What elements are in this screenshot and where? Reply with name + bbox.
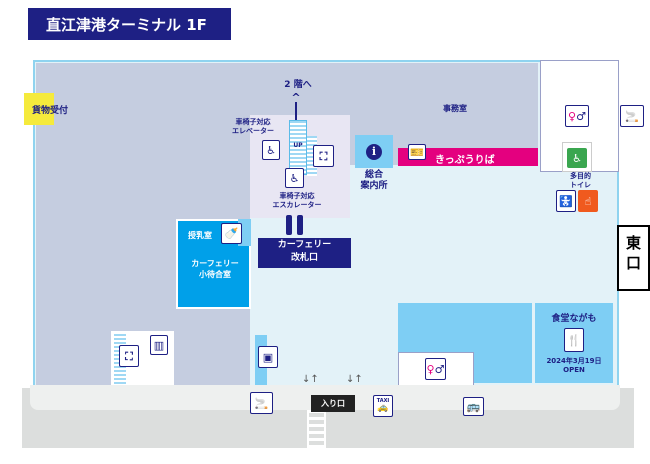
info-icon: i <box>366 143 382 160</box>
office-label: 事務室 <box>443 104 467 113</box>
taxi-icon: TAXI🚕 <box>373 395 393 417</box>
entrance-label[interactable]: 入り口 <box>311 395 355 412</box>
entrance-arrows-left: ↓↑ <box>302 374 319 385</box>
gate-bar-left <box>286 215 292 235</box>
bus-icon: 🚌 <box>463 397 484 416</box>
escalator-label: 車椅子対応 エスカレーター <box>272 192 322 209</box>
nursing-room-label: 授乳室 <box>188 231 212 240</box>
accessible-elevator-icon: ♿ <box>262 140 280 160</box>
cargo-reception: 貨物受付 <box>24 93 68 125</box>
entrance-arrows-right: ↓↑ <box>346 374 363 385</box>
waiting-room-label: カーフェリー 小待合室 <box>191 259 239 280</box>
stairs-icon-2: ⛶ <box>119 345 139 367</box>
ticket-counter-icon: 🎫 <box>408 144 426 160</box>
car-ferry-gate[interactable]: カーフェリー 改札口 <box>258 238 351 268</box>
page-title: 直江津港ターミナル 1F <box>28 8 231 40</box>
gate-bar-right <box>297 215 303 235</box>
baby-changing-icon: 🚼 <box>556 190 576 212</box>
elevator-label: 車椅子対応 エレベーター <box>232 118 274 135</box>
smoking-area-icon: 🚬 <box>620 105 644 127</box>
taxi-label: TAXI <box>376 398 390 404</box>
ticket-counter-label: きっぷうりば <box>435 155 495 166</box>
smoking-area-icon-2: 🚬 <box>250 392 273 414</box>
accessible-escalator-icon: ♿ <box>285 168 304 188</box>
emergency-button-icon: ☝ <box>578 190 598 212</box>
multipurpose-toilet-label: 多目的 トイレ <box>570 172 591 189</box>
escalator-up-label: UP <box>293 142 303 149</box>
restaurant-open-date: 2024年3月19日 OPEN <box>546 357 602 374</box>
ticket-counter[interactable] <box>398 148 538 166</box>
stairs-icon: ⛶ <box>313 145 334 167</box>
restaurant-label: 食堂ながも <box>551 314 597 324</box>
wheelchair-icon: ♿ <box>567 148 587 168</box>
restroom-icon-2: ♀♂ <box>425 358 446 380</box>
up-arrow-icon: ^ <box>291 92 301 126</box>
nursing-room-icon: 🍼 <box>221 223 242 244</box>
restroom-icon: ♀♂ <box>565 105 589 127</box>
stairs <box>307 136 317 176</box>
information-desk[interactable]: i <box>355 135 393 168</box>
locker-icon: ▣ <box>258 346 278 368</box>
information-label: 総合 案内所 <box>360 170 388 192</box>
to-2f-label: 2 階へ <box>284 80 312 90</box>
east-exit[interactable]: 東 口 <box>617 225 650 291</box>
crosswalk <box>307 410 326 448</box>
restaurant-icon: 🍴 <box>564 328 584 352</box>
elevator-icon: ▥ <box>150 335 168 355</box>
